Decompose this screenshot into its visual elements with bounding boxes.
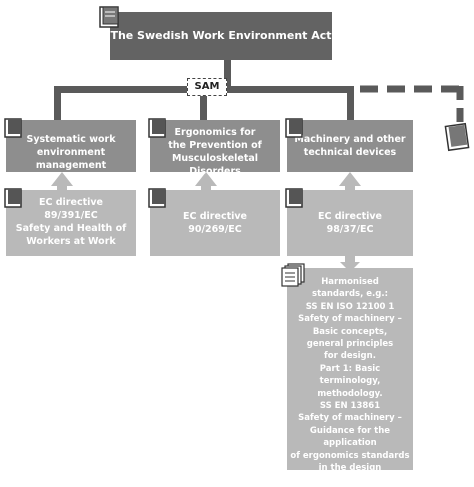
branch-2-title-line-3: Musculoskeletal Disorders (171, 153, 259, 177)
directive-1-line-3: Safety and Health of (15, 223, 127, 234)
drop-line-1 (54, 86, 61, 120)
directive-1-line-4: Workers at Work (26, 236, 116, 247)
directive-1-line-2: 89/391/EC (44, 210, 98, 221)
directive-3-line-1: EC directive (317, 211, 383, 222)
branch-3-title-line-2: technical devices (303, 147, 397, 158)
directive-2-line-2: 90/269/EC (188, 224, 242, 235)
standards-line-3: SS EN ISO 12100 1 (305, 301, 395, 312)
document-icon (4, 118, 22, 138)
standards-line-10: SS EN 13861 (319, 401, 381, 412)
standards-line-2: standards, e.g.: (312, 289, 388, 300)
branch-1-title-line-2: environment management (35, 147, 107, 171)
directive-box-1: EC directive 89/391/EC Safety and Health… (6, 190, 136, 256)
directive-box-2: EC directive 90/269/EC (150, 190, 280, 256)
arrow-up-1 (51, 172, 73, 186)
directive-3-line-2: 98/37/EC (326, 224, 374, 235)
trunk-line (224, 60, 231, 90)
standards-line-6: general principles (306, 339, 394, 350)
standards-line-8: Part 1: Basic (319, 363, 381, 374)
document-icon (148, 188, 166, 208)
standards-box: Harmonised standards, e.g.: SS EN ISO 12… (287, 268, 413, 486)
sam-label: SAM (194, 81, 220, 92)
document-icon (285, 188, 303, 208)
act-box: The Swedish Work Environment Act (110, 12, 332, 60)
standards-line-9: terminology, methodology. (317, 376, 383, 399)
standards-line-1: Harmonised (321, 277, 379, 287)
branch-title-box-1: Systematic work environment management (6, 120, 136, 172)
documents-stack-icon (281, 263, 305, 287)
standards-line-7: for design. (324, 351, 376, 362)
standards-line-5: Basic concepts, (312, 326, 388, 337)
document-icon (4, 188, 22, 208)
branch-1-title-line-1: Systematic work (26, 134, 116, 145)
branch-2-title-line-1: Ergonomics for (174, 127, 256, 138)
standards-line-4: Safety of machinery – (298, 314, 402, 325)
standards-line-11: Safety of machinery – (298, 413, 402, 424)
document-icon (444, 122, 470, 152)
arrow-down-standards (340, 262, 360, 272)
sam-label-box: SAM (187, 78, 227, 96)
drop-line-3 (347, 86, 354, 120)
standards-line-15: of machinery (318, 475, 382, 486)
branch-3-title-line-1: Machinery and other (294, 134, 406, 145)
branch-2-title-line-2: the Prevention of (168, 140, 262, 151)
document-icon (285, 118, 303, 138)
drop-line-2 (200, 86, 207, 120)
arrow-up-3 (339, 172, 361, 186)
branch-title-box-2: Ergonomics for the Prevention of Musculo… (150, 120, 280, 177)
arrow-up-2 (195, 172, 217, 186)
directive-box-3: EC directive 98/37/EC (287, 190, 413, 256)
book-icon (99, 6, 119, 28)
document-icon (148, 118, 166, 138)
act-title: The Swedish Work Environment Act (110, 29, 332, 42)
standards-line-12: Guidance for the application (309, 425, 391, 449)
directive-1-line-1: EC directive (38, 197, 104, 208)
standards-line-14: in the design (318, 463, 382, 474)
standards-line-13: of ergonomics standards (290, 450, 410, 461)
branch-title-box-3: Machinery and other technical devices (287, 120, 413, 172)
directive-2-line-1: EC directive (182, 211, 248, 222)
